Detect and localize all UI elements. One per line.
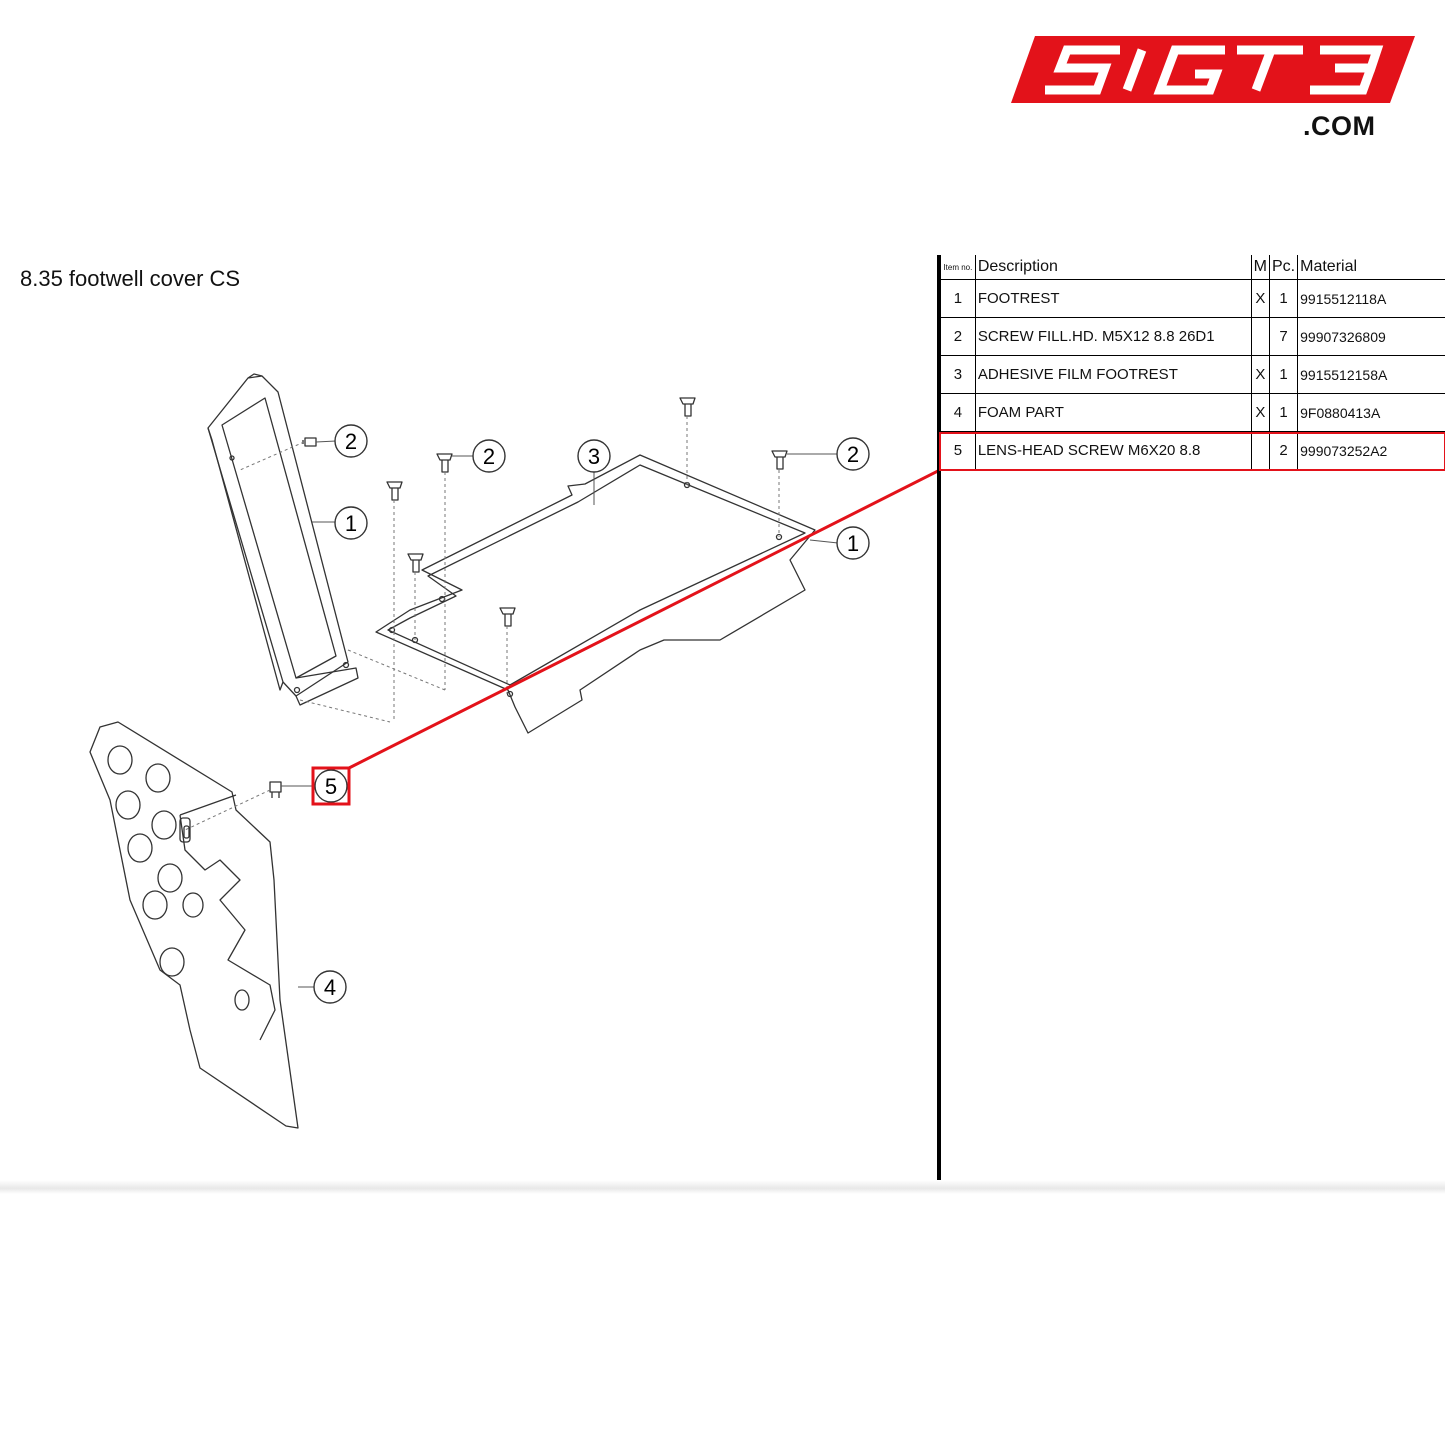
row-m: X [1250,393,1270,432]
table-row[interactable]: 2 SCREW FILL.HD. M5X12 8.8 26D1 7 999073… [940,317,1445,356]
page-bottom-shadow [0,1180,1445,1194]
parts-table: Item no. Description M Pc. Material 1 FO… [940,255,1445,470]
svg-text:2: 2 [847,442,859,467]
footrest-upright-part [207,373,359,706]
row-m: X [1250,355,1270,394]
row-pc: 1 [1268,279,1298,318]
row-material: 9915512158A [1297,355,1445,394]
header-description: Description [974,255,1252,280]
header-material: Material [1297,255,1445,280]
svg-text:5: 5 [325,774,337,799]
callout-1-top[interactable]: 1 [334,506,368,540]
screw-icons [269,397,788,798]
callout-1-right[interactable]: 1 [836,526,870,560]
table-row[interactable]: 1 FOOTREST X 1 9915512118A [940,279,1445,318]
callout-2-middle[interactable]: 2 [472,439,506,473]
adhesive-film-plate-part [375,454,816,734]
row-item-no: 2 [940,317,976,356]
row-pc: 7 [1268,317,1298,356]
highlighted-row-outline [939,432,1445,471]
callout-5[interactable]: 5 [311,766,351,806]
leader-lines [281,440,839,988]
row-description: FOAM PART [974,393,1252,432]
row-material: 99907326809 [1297,317,1445,356]
row-m: X [1250,279,1270,318]
callout-5-highlight-box [311,766,351,806]
row-pc: 1 [1268,393,1298,432]
logo-letters [1045,45,1384,95]
row-item-no: 1 [940,279,976,318]
row-material: 9F0880413A [1297,393,1445,432]
row-item-no: 5 [940,431,976,470]
svg-text:1: 1 [847,531,859,556]
row-description: LENS-HEAD SCREW M6X20 8.8 [974,431,1252,470]
header-m: M [1250,255,1270,280]
row-material: 9915512118A [1297,279,1445,318]
section-title: 8.35 footwell cover CS [20,266,241,291]
svg-text:2: 2 [345,429,357,454]
exploded-diagram: 1 1 2 2 2 3 4 5 [89,373,940,1129]
table-divider [937,255,941,1190]
callout-3[interactable]: 3 [577,439,611,473]
row-item-no: 4 [940,393,976,432]
row-pc: 2 [1268,431,1298,470]
table-row[interactable]: 3 ADHESIVE FILM FOOTREST X 1 9915512158A [940,355,1445,394]
table-row-highlighted[interactable]: 5 LENS-HEAD SCREW M6X20 8.8 2 999073252A… [940,431,1445,470]
table-row[interactable]: 4 FOAM PART X 1 9F0880413A [940,393,1445,432]
foam-part [89,721,299,1129]
row-description: ADHESIVE FILM FOOTREST [974,355,1252,394]
svg-text:2: 2 [483,444,495,469]
highlight-connector-line [348,468,940,770]
svg-text:1: 1 [345,511,357,536]
svg-text:4: 4 [324,975,336,1000]
callout-2-right[interactable]: 2 [836,437,870,471]
row-pc: 1 [1268,355,1298,394]
row-description: SCREW FILL.HD. M5X12 8.8 26D1 [974,317,1252,356]
svg-text:3: 3 [588,444,600,469]
sigt3-logo[interactable] [1005,30,1420,145]
row-item-no: 3 [940,355,976,394]
header-item-no: Item no. [940,255,976,280]
callout-2-left[interactable]: 2 [334,424,368,458]
row-description: FOOTREST [974,279,1252,318]
parts-table-header: Item no. Description M Pc. Material [940,255,1445,280]
header-pc: Pc. [1268,255,1298,280]
callout-4[interactable]: 4 [313,970,347,1004]
assembly-guide-lines [184,416,780,831]
logo-com-text: .COM [1303,111,1376,141]
row-m [1250,317,1270,356]
